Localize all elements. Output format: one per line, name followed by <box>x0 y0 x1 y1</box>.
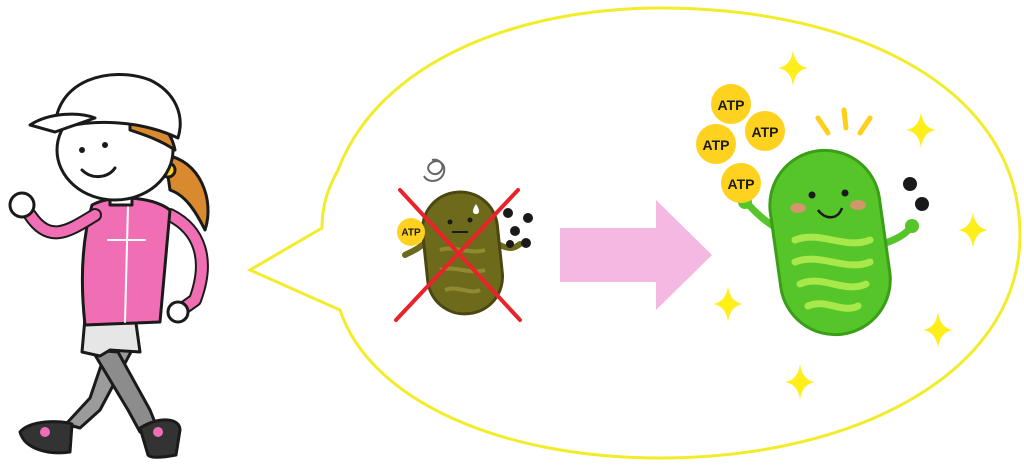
sparkles <box>713 50 988 400</box>
cross-mark-icon <box>394 188 522 322</box>
atp-coins-healthy: ATP ATP ATP ATP <box>696 84 785 203</box>
dark-particles-healthy <box>903 177 929 211</box>
shoe-lace-icon <box>40 427 50 437</box>
atp-coin: ATP <box>721 163 761 203</box>
right-arrow-icon <box>560 200 712 310</box>
tired-mitochondrion-icon: ATP <box>397 158 533 316</box>
atp-label: ATP <box>703 137 730 153</box>
atp-coin: ATP <box>696 124 736 164</box>
walking-woman-icon <box>8 72 210 459</box>
blush-icon <box>790 203 806 213</box>
happy-mitochondrion-icon <box>738 107 929 337</box>
sparkle-icon <box>785 364 815 400</box>
atp-label: ATP <box>718 97 745 113</box>
sweat-drop-icon <box>473 204 479 214</box>
atp-coin-weak: ATP <box>397 218 425 246</box>
atp-label: ATP <box>752 124 779 140</box>
atp-coin: ATP <box>745 111 785 151</box>
atp-label-weak: ATP <box>401 228 421 239</box>
atp-coin: ATP <box>711 84 751 124</box>
atp-label: ATP <box>728 176 755 192</box>
sparkle-icon <box>923 312 953 348</box>
dark-particles-weak <box>503 208 533 248</box>
sparkle-icon <box>778 50 808 86</box>
sparkle-icon <box>958 212 988 248</box>
dizzy-swirl-icon <box>423 158 446 182</box>
sparkle-icon <box>713 286 743 322</box>
sparkle-icon <box>906 112 936 148</box>
